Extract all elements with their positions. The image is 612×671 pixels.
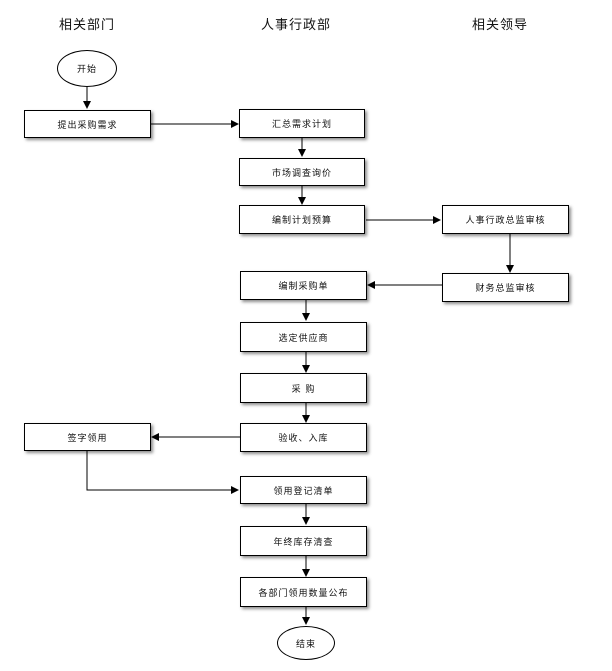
end-node: 结束	[277, 626, 335, 660]
market-survey-node: 市场调查询价	[239, 158, 365, 186]
purchase-node: 采 购	[240, 373, 367, 403]
inspect-store-node: 验收、入库	[240, 423, 367, 452]
column-header-hr: 人事行政部	[260, 18, 331, 33]
register-list-node: 领用登记清单	[240, 476, 367, 504]
column-header-dept: 相关部门	[58, 18, 115, 33]
arrow-sign-to-register	[86, 451, 239, 494]
column-header-leader: 相关领导	[471, 18, 528, 33]
summarize-plan-node: 汇总需求计划	[239, 109, 365, 138]
year-end-check-node: 年终库存清查	[240, 526, 367, 556]
submit-request-node: 提出采购需求	[24, 110, 151, 138]
prepare-order-node: 编制采购单	[240, 271, 367, 300]
prepare-budget-node: 编制计划预算	[239, 205, 365, 234]
finance-director-review-node: 财务总监审核	[442, 273, 569, 302]
hr-director-review-node: 人事行政总监审核	[442, 205, 569, 234]
start-node: 开始	[57, 50, 117, 87]
select-supplier-node: 选定供应商	[240, 322, 367, 352]
publish-usage-node: 各部门领用数量公布	[240, 577, 367, 607]
sign-receive-node: 签字领用	[24, 423, 151, 451]
